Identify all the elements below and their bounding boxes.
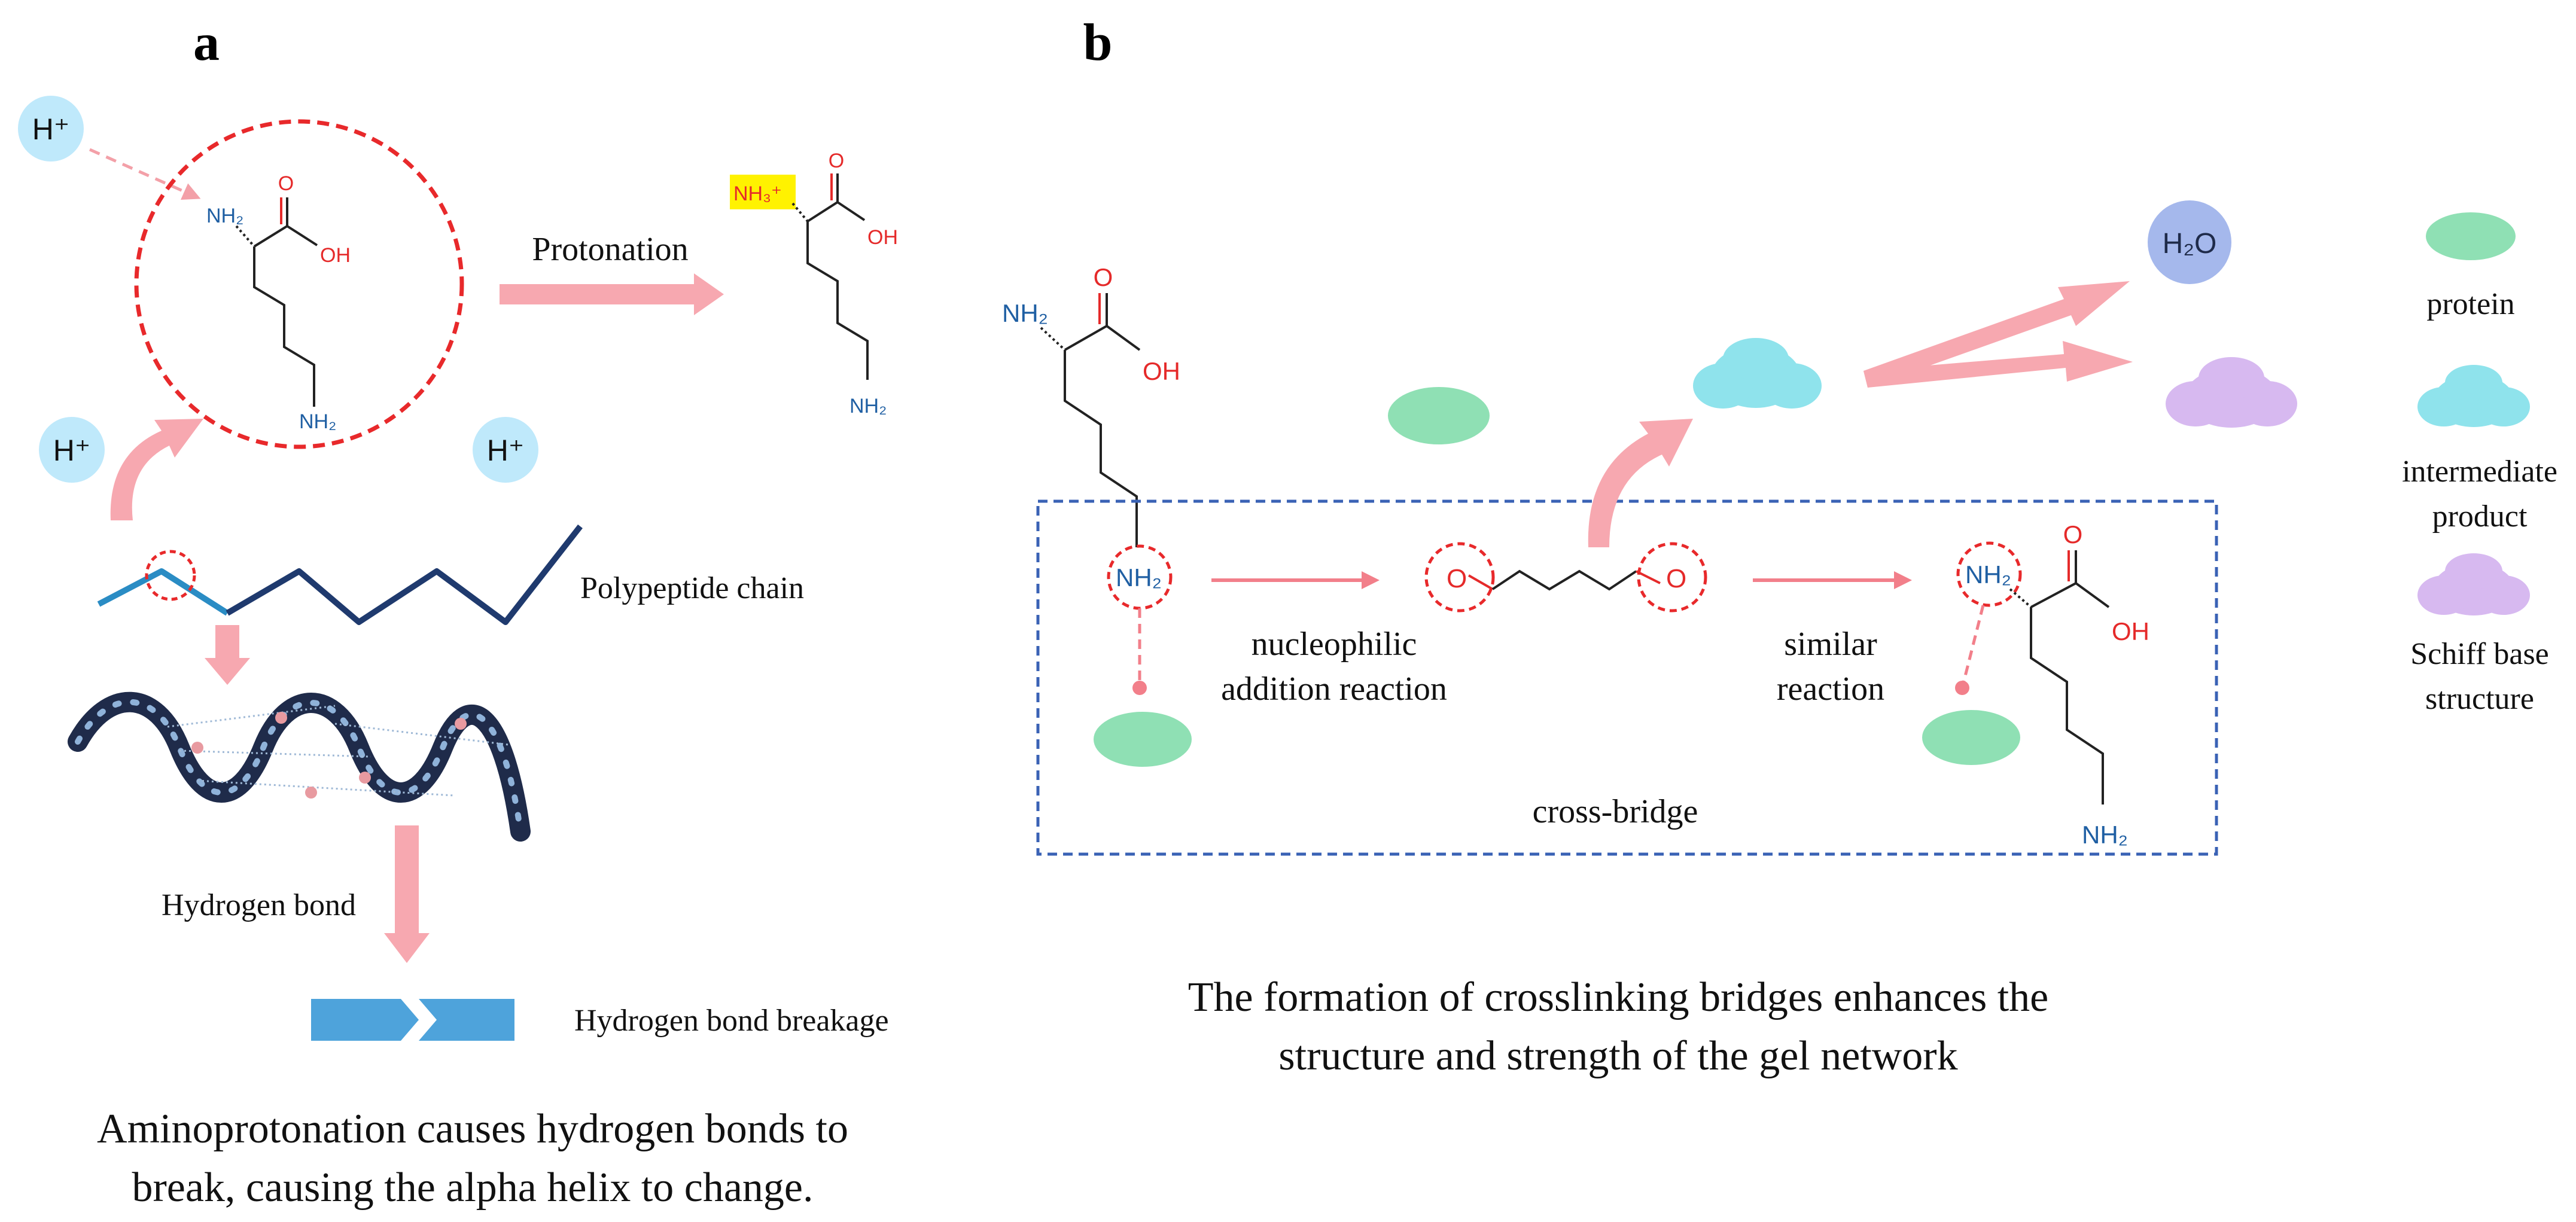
amine-highlight-circle bbox=[1956, 541, 2022, 607]
oxygen-label: O bbox=[278, 172, 294, 195]
nh2-label: NH₂ bbox=[1002, 299, 1048, 327]
protonation-arrow bbox=[500, 273, 724, 315]
panel-a-caption-line-1: Aminoprotonation causes hydrogen bonds t… bbox=[97, 1106, 848, 1152]
hydroxyl-label: OH bbox=[867, 226, 898, 249]
tether-anchor bbox=[1955, 681, 1969, 695]
nh2-terminal-label: NH₂ bbox=[299, 410, 336, 433]
nh2-terminal-label: NH₂ bbox=[2082, 821, 2128, 849]
chain-to-lysine-curved-arrow bbox=[110, 419, 203, 520]
h-plus-ion-1: H⁺ bbox=[18, 96, 84, 161]
similar-label-2: reaction bbox=[1777, 671, 1884, 708]
oxygen-label: O bbox=[1447, 564, 1467, 593]
nh2-reactive-label: NH₂ bbox=[1116, 563, 1162, 592]
protein-ellipse bbox=[1922, 710, 2020, 765]
protonation-label: Protonation bbox=[532, 231, 688, 268]
protein-ellipse bbox=[1094, 712, 1192, 767]
legend-protein-swatch bbox=[2426, 212, 2516, 260]
h-plus-ion-2: H⁺ bbox=[39, 417, 105, 483]
legend-intermediate-swatch bbox=[2417, 365, 2530, 427]
nh2-label: NH₂ bbox=[206, 205, 243, 227]
nh2-reactive-label: NH₂ bbox=[1965, 560, 2011, 589]
lysine-molecule-b2: NH₂ O OH NH₂ bbox=[1956, 520, 2149, 849]
hydroxyl-label: OH bbox=[320, 244, 351, 267]
schiff-base-cloud bbox=[2166, 357, 2297, 428]
oxygen-label: O bbox=[1094, 263, 1113, 291]
intermediate-cloud bbox=[1693, 338, 1822, 409]
lysine-molecule-b1: NH₂ O OH NH₂ bbox=[1002, 263, 1180, 610]
h-plus-label: H⁺ bbox=[32, 112, 70, 146]
lysine-molecule-a: NH₂ O OH NH₂ bbox=[206, 172, 351, 433]
alpha-helix bbox=[68, 691, 531, 842]
aldehyde-highlight-circle bbox=[1637, 542, 1707, 612]
panel-a-caption-line-2: break, causing the alpha helix to change… bbox=[132, 1165, 813, 1211]
legend-protein-label: protein bbox=[2426, 287, 2514, 321]
legend-schiff-swatch bbox=[2417, 553, 2530, 615]
helix-to-breakage-arrow bbox=[384, 825, 430, 963]
water-label: H₂O bbox=[2163, 228, 2217, 260]
h-plus-ion-3: H⁺ bbox=[473, 417, 538, 483]
oxygen-label: O bbox=[829, 150, 844, 172]
nucleophilic-label-1: nucleophilic bbox=[1252, 626, 1417, 663]
similar-label-1: similar bbox=[1784, 626, 1877, 663]
bond-breakage-label: Hydrogen bond breakage bbox=[574, 1004, 889, 1038]
hydroxyl-label: OH bbox=[1143, 357, 1180, 385]
aldehyde-highlight-circle bbox=[1424, 542, 1495, 612]
glutaraldehyde-molecule: O O bbox=[1424, 542, 1707, 612]
legend-schiff-label-2: structure bbox=[2425, 682, 2534, 716]
legend-schiff-label-1: Schiff base bbox=[2410, 637, 2549, 671]
chain-to-helix-arrow bbox=[205, 625, 250, 685]
protein-ellipse bbox=[1388, 387, 1490, 444]
legend: protein intermediate product Schiff base… bbox=[2402, 212, 2557, 716]
oxygen-label: O bbox=[1666, 564, 1686, 593]
hydrogen-bond-label: Hydrogen bond bbox=[162, 888, 356, 922]
polypeptide-label: Polypeptide chain bbox=[580, 571, 804, 605]
broken-bond-icon bbox=[311, 999, 514, 1041]
tether-anchor bbox=[1132, 681, 1147, 695]
panel-b-caption-line-2: structure and strength of the gel networ… bbox=[1278, 1033, 1957, 1079]
h-plus-label: H⁺ bbox=[53, 434, 91, 467]
cross-bridge-box bbox=[1036, 499, 2218, 856]
nh2-terminal-label: NH₂ bbox=[849, 395, 887, 418]
hydroxyl-label: OH bbox=[2112, 617, 2149, 645]
legend-intermediate-label-2: product bbox=[2432, 499, 2528, 534]
oxygen-label: O bbox=[2063, 520, 2083, 548]
h-plus-dashed-arrow bbox=[89, 148, 201, 200]
cross-bridge-label: cross-bridge bbox=[1533, 793, 1698, 830]
chain-residue-highlight bbox=[145, 550, 196, 601]
h-plus-label: H⁺ bbox=[487, 434, 525, 467]
nh3-plus-label: NH₃⁺ bbox=[733, 182, 782, 205]
legend-intermediate-label-1: intermediate bbox=[2402, 455, 2557, 489]
panel-a-label: a bbox=[193, 14, 220, 72]
protonated-lysine-molecule: NH₃⁺ O OH NH₂ bbox=[730, 150, 898, 418]
nucleophilic-label-2: addition reaction bbox=[1221, 671, 1447, 708]
polypeptide-chain bbox=[97, 524, 583, 625]
lysine-highlight-circle bbox=[134, 119, 464, 449]
panel-b-label: b bbox=[1083, 14, 1113, 72]
to-intermediate-curved-arrow bbox=[1588, 419, 1693, 547]
split-product-arrow bbox=[1864, 281, 2133, 388]
water-molecule: H₂O bbox=[2148, 200, 2231, 284]
nh3-highlight bbox=[730, 175, 796, 209]
amine-protein-tether bbox=[1960, 605, 1985, 688]
panel-b-caption-line-1: The formation of crosslinking bridges en… bbox=[1188, 974, 2049, 1020]
